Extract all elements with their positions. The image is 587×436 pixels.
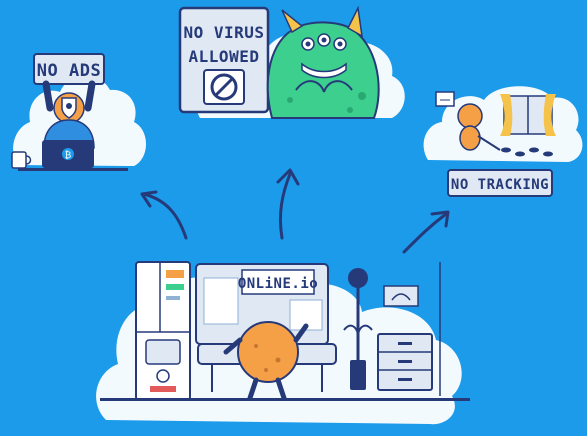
floor-lamp-icon [343, 268, 373, 390]
tracking-character [457, 103, 501, 151]
picture-frame-icon [435, 91, 455, 107]
virus-monster [266, 5, 380, 119]
arrow-icon [140, 168, 450, 254]
no-virus-sign-line1: NO VIRUS [183, 23, 264, 42]
no-virus-sign-line2: ALLOWED [189, 47, 260, 66]
no-tracking-sign-text: NO TRACKING [451, 177, 549, 193]
footprints [501, 147, 553, 157]
arrow-to-no-virus [278, 172, 292, 240]
window [500, 94, 556, 136]
mug-icon [11, 151, 32, 169]
shield-icon [61, 97, 77, 119]
no-virus-scene: NO VIRUS ALLOWED [178, 5, 405, 119]
online-room-scene: ONLiNE.io [96, 261, 470, 425]
billboard-label-box [241, 269, 315, 295]
arrow-to-no-ads [142, 192, 188, 240]
desk-line [18, 168, 128, 171]
server-cabinet [135, 261, 191, 401]
billboard-card-left [203, 277, 239, 325]
monster-horn-left [281, 9, 304, 34]
no-tracking-scene: NO TRACKING [423, 86, 583, 197]
monster-mouth [301, 62, 347, 79]
arrow-to-no-tracking [402, 212, 448, 254]
bitcoin-icon: ₿ [62, 148, 74, 161]
no-ads-scene: NO ADS ₿ [11, 53, 146, 171]
drawer-cabinet-icon [377, 333, 433, 391]
floor-line [100, 398, 470, 401]
no-virus-sign-board [178, 6, 270, 114]
no-ads-arms [42, 80, 96, 112]
svg-text:₿: ₿ [65, 150, 72, 161]
no-tracking-sign-board [447, 169, 553, 197]
no-ads-sign-board [33, 53, 105, 85]
monster-horn-right [347, 5, 363, 38]
billboard-brand-text: ONLiNE.io [238, 276, 318, 292]
monster-arms [295, 80, 353, 93]
wall-picture [383, 285, 419, 307]
orange-character [223, 321, 309, 401]
prohibited-icon [203, 69, 245, 105]
monster-body [266, 21, 380, 119]
no-ads-sign-text: NO ADS [37, 61, 101, 81]
